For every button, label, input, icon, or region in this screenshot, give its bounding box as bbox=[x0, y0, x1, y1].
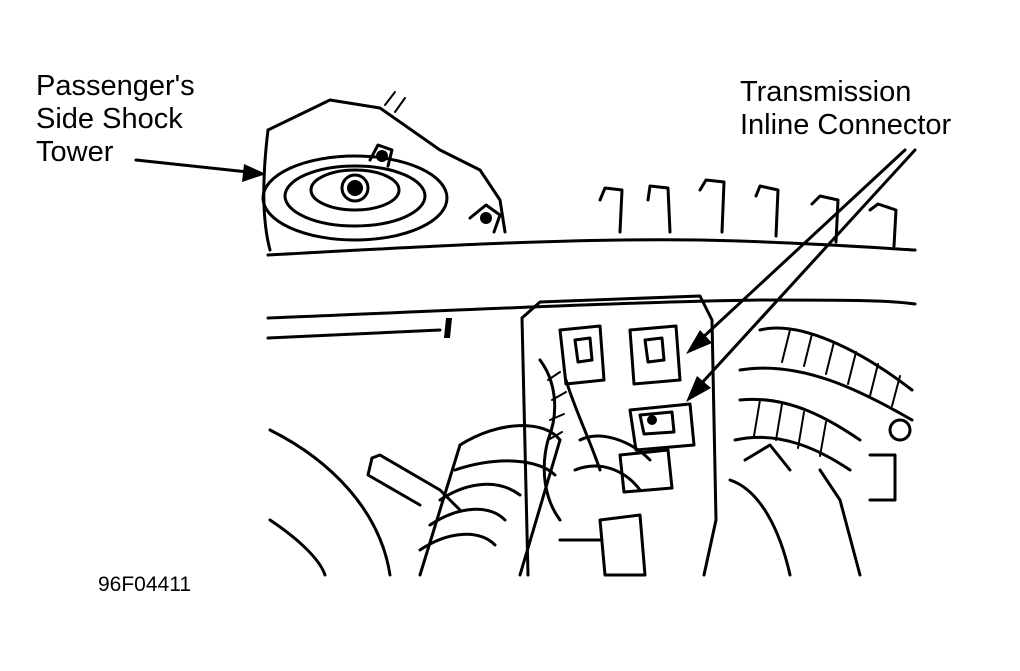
connector-assembly bbox=[520, 294, 718, 577]
inline-connector-label-line-2: Inline Connector bbox=[740, 109, 952, 141]
firewall-ribs bbox=[598, 178, 898, 248]
shock-tower-label: Passenger's Side Shock Tower bbox=[36, 70, 195, 169]
cowl-panel bbox=[266, 238, 917, 340]
shock-tower-label-line-2: Side Shock bbox=[36, 103, 183, 135]
connector-leader-upper bbox=[686, 148, 907, 354]
radiator-hose bbox=[268, 424, 562, 577]
shock-tower-label-line-3: Tower bbox=[36, 136, 114, 168]
figure-id: 96F04411 bbox=[98, 573, 192, 596]
shock-tower-label-line-1: Passenger's bbox=[36, 70, 195, 102]
shock-tower-leader bbox=[134, 158, 266, 182]
shock-tower bbox=[261, 91, 507, 252]
heater-hoses bbox=[728, 326, 914, 577]
inline-connector-label: Transmission Inline Connector bbox=[740, 76, 951, 142]
connector-leader-lower bbox=[686, 148, 917, 402]
inline-connector-label-line-1: Transmission bbox=[740, 76, 912, 108]
